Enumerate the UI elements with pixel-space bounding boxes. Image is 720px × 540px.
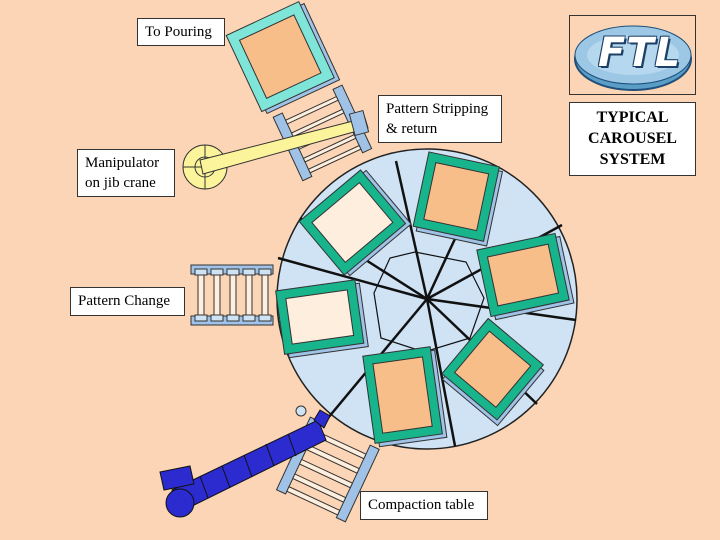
diagram-title: TYPICAL CAROUSEL SYSTEM xyxy=(569,102,696,176)
title-line-1: TYPICAL xyxy=(596,109,669,126)
label-manipulator: Manipulator on jib crane xyxy=(77,149,175,197)
mould-station-top xyxy=(412,151,504,247)
mould-station-left xyxy=(275,279,369,359)
jib-crane-manipulator xyxy=(182,109,370,190)
pattern-change-rack xyxy=(190,264,274,326)
label-pattern-change: Pattern Change xyxy=(70,287,185,316)
pouring-mould xyxy=(225,0,341,115)
logo-frame xyxy=(569,15,696,95)
label-pattern-stripping-line-2: & return xyxy=(386,121,438,137)
sand-conveyor xyxy=(159,405,331,518)
logo-text: FTL xyxy=(598,30,682,76)
mould-station-bottom-right xyxy=(441,317,545,427)
label-pattern-stripping-line-1: Pattern Stripping xyxy=(386,101,489,117)
ftl-logo xyxy=(574,25,692,91)
label-pattern-stripping: Pattern Stripping & return xyxy=(378,95,502,143)
mould-station-bottom xyxy=(362,346,448,448)
title-line-3: SYSTEM xyxy=(599,151,666,168)
label-manipulator-line-2: on jib crane xyxy=(85,175,156,191)
title-line-2: CAROUSEL xyxy=(588,130,677,147)
label-compaction-table: Compaction table xyxy=(360,491,488,520)
label-to-pouring: To Pouring xyxy=(137,18,225,46)
compaction-roller-track xyxy=(275,416,380,523)
label-manipulator-line-1: Manipulator xyxy=(85,155,160,171)
mould-station-top-left xyxy=(298,169,412,277)
mould-station-right xyxy=(476,232,575,321)
